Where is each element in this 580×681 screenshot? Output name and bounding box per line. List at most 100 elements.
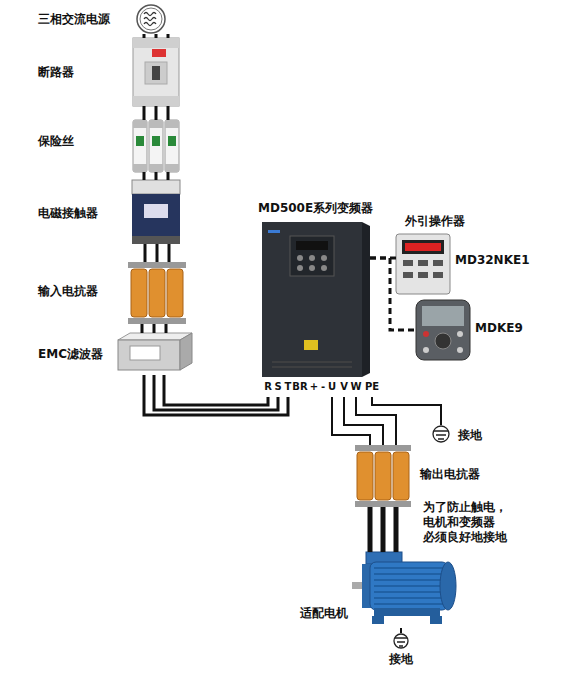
fuse-image: [136, 136, 144, 146]
power-wire: [144, 34, 168, 38]
terminal-label: +: [310, 381, 318, 393]
terminal-label: V: [340, 381, 348, 393]
group-label: 外引操作器: [405, 214, 465, 228]
breaker-image: [145, 62, 167, 84]
power-wire: [372, 397, 441, 425]
emc-filter-image: [118, 333, 192, 370]
keypad-image: [422, 306, 464, 326]
component-label: EMC滤波器: [38, 347, 103, 361]
component-label: MD500E系列变频器: [258, 201, 373, 215]
power-wire: [145, 244, 169, 262]
output-reactor-image: [393, 452, 409, 500]
keypad-image: [433, 272, 443, 278]
output-reactor-image: [355, 501, 411, 507]
keypad-image: [457, 331, 463, 337]
emc-filter-image: [118, 340, 180, 370]
ground-symbol: [433, 426, 449, 442]
input-reactor-image: [128, 262, 186, 268]
fuse-image: [165, 164, 179, 172]
component-label: 适配电机: [300, 606, 348, 620]
terminal-label: W: [350, 381, 361, 393]
power-wire: [142, 324, 166, 333]
component-node: EMC滤波器: [116, 333, 192, 375]
fuse-image: [165, 120, 179, 172]
component-label: 输出电抗器: [420, 467, 480, 481]
terminal-label: BR: [292, 381, 307, 393]
emc-filter-image: [180, 333, 192, 370]
power-source-symbol: [137, 5, 165, 33]
inverter-image: [309, 265, 315, 271]
output-reactor-image: [357, 452, 373, 500]
power-wire: [144, 375, 288, 415]
contactor-image: [132, 236, 180, 244]
inverter-image: [272, 362, 352, 367]
terminal-label: T: [285, 381, 292, 393]
component-node: 输出电抗器: [355, 445, 411, 507]
component-node: 输入电抗器: [128, 262, 186, 324]
input-reactor-image: [128, 262, 186, 324]
keypad-image: [396, 234, 450, 294]
ground-symbol: [395, 638, 407, 646]
keypad-image: [403, 272, 413, 278]
inverter-image: [296, 241, 328, 250]
inverter-image: [304, 340, 318, 350]
fuse-image: [168, 136, 176, 146]
contactor-image: [144, 204, 168, 218]
keypad-image: [423, 347, 429, 353]
fuse-image: [165, 120, 179, 128]
component-node: MD32NKE1: [396, 234, 450, 294]
ground-symbol: [433, 426, 449, 442]
motor-image: [440, 562, 456, 610]
dashed-cable: [370, 258, 416, 330]
power-source-symbol: [144, 13, 156, 26]
component-node: 保险丝: [131, 120, 181, 172]
fuse-image: [149, 164, 163, 172]
output-reactor-image: [355, 445, 411, 451]
inverter-image: [321, 265, 327, 271]
input-reactor-image: [128, 318, 186, 324]
motor-image: [370, 562, 448, 610]
component-node: MD500E系列变频器: [258, 222, 370, 397]
fuse-image: [133, 120, 147, 128]
inverter-image: [268, 230, 280, 233]
contactor-image: [132, 194, 180, 244]
component-label: 保险丝: [38, 134, 74, 148]
inverter-image: [297, 265, 303, 271]
motor-image: [372, 616, 384, 624]
component-node: MDKE9: [416, 300, 470, 360]
component-node: 电磁接触器: [132, 180, 180, 244]
ground-symbol: [394, 634, 408, 648]
fuse-image: [149, 120, 163, 172]
component-node: 接地: [430, 425, 452, 443]
fuse-image: [152, 136, 160, 146]
inverter-image: [258, 378, 376, 394]
dashed-cable: [370, 257, 396, 260]
inverter-image: [362, 222, 370, 377]
keypad-image: [403, 260, 413, 266]
input-reactor-image: [149, 269, 165, 317]
inverter-image: [290, 236, 334, 276]
component-node: 断路器: [133, 38, 179, 106]
component-label: 电磁接触器: [38, 206, 98, 220]
component-label: MD32NKE1: [455, 253, 530, 267]
keypad-image: [405, 243, 441, 251]
contactor-image: [132, 180, 180, 194]
component-label: MDKE9: [475, 321, 523, 335]
fuse-image: [149, 120, 163, 128]
inverter-image: [297, 255, 303, 261]
power-wire: [332, 397, 396, 445]
inverter-image: [262, 222, 362, 377]
power-wire: [144, 172, 168, 180]
inverter-image: [321, 255, 327, 261]
power-wire: [400, 628, 402, 633]
component-label: 断路器: [38, 65, 74, 79]
keypad-image: [416, 300, 470, 360]
motor-image: [374, 568, 444, 604]
fuse-image: [133, 120, 147, 172]
component-label: 三相交流电源: [38, 12, 110, 26]
output-reactor-image: [375, 452, 391, 500]
fuse-image: [133, 164, 147, 172]
contactor-image: [132, 180, 180, 244]
